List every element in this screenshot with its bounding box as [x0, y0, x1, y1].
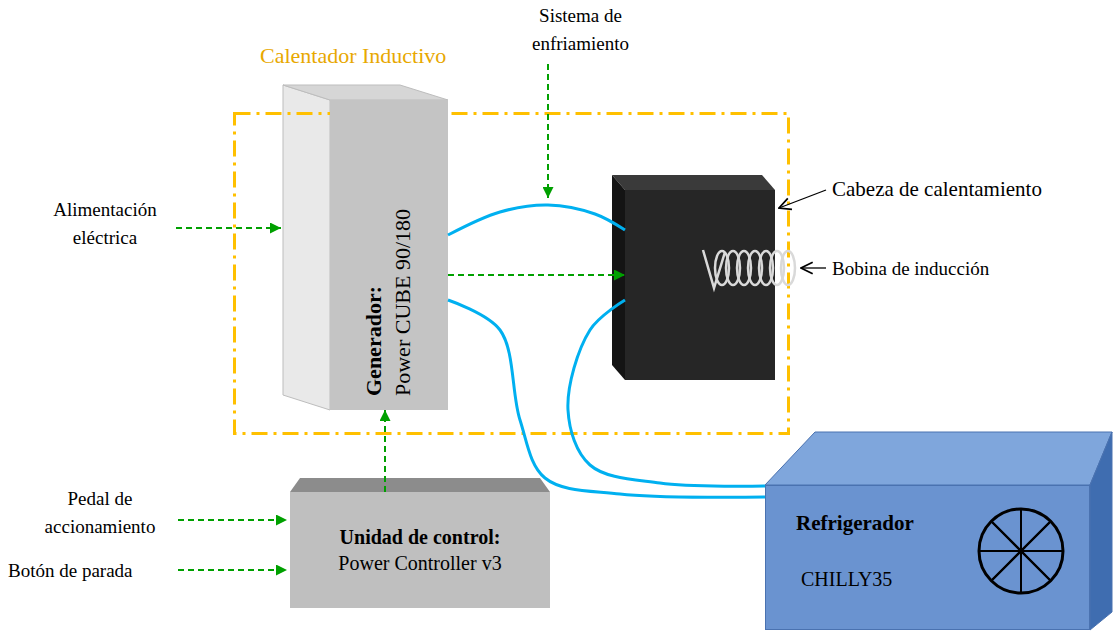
controller-top: [290, 478, 550, 492]
text-holder: Cabeza de calentamiento: [832, 176, 1042, 203]
induction-coil: [703, 250, 795, 288]
input-label: Sistema de enfriamiento: [498, 2, 663, 58]
fan-spoke: [991, 521, 1050, 580]
leader-line: [801, 267, 826, 268]
callout-arrows: [779, 190, 826, 268]
input-arrows: [176, 64, 548, 570]
group-box: Calentador InductivoGenerador:Power CUBE…: [233, 112, 790, 435]
leader-line: [779, 190, 826, 208]
text-holder: Calentador Inductivo: [260, 42, 446, 71]
node-title: Refrigerador: [796, 510, 914, 537]
label-holder: Bobina de inducción: [832, 255, 989, 283]
chiller-top: [765, 432, 1112, 485]
label-holder: Pedal de accionamiento: [25, 485, 175, 541]
stop-input-arrow: [178, 569, 287, 571]
input-label: Pedal de accionamiento: [25, 485, 175, 541]
head-top: [612, 175, 775, 190]
coil-winding: [781, 251, 795, 285]
node-body: Power Controller v3: [338, 550, 501, 576]
component-box: Unidad de control:Power Controller v3: [290, 492, 550, 608]
head-side: [612, 175, 625, 380]
fan-symbol: [971, 501, 1071, 601]
coolant-hose: [568, 300, 765, 486]
component-box: RefrigeradorCHILLY35: [765, 485, 1090, 630]
node-title: Cabeza de calentamiento: [832, 176, 1042, 203]
pedal-input-arrow: [178, 519, 287, 521]
label-holder: Sistema de enfriamiento: [498, 2, 663, 58]
text-holder: Unidad de control:Power Controller v3: [290, 492, 550, 608]
generator-side: [283, 85, 330, 410]
connector-layer: [385, 205, 765, 497]
label-holder: Botón de parada: [8, 557, 133, 585]
generator-top: [283, 85, 448, 100]
coolant-hose: [448, 205, 625, 235]
input-label: Botón de parada: [8, 557, 133, 585]
chiller-side: [1090, 432, 1112, 630]
group-border: [235, 114, 789, 434]
power-input-arrow: [176, 227, 281, 229]
label-holder: Alimentación eléctrica: [30, 196, 180, 252]
signal-arrow: [384, 410, 386, 492]
node-title: Generador:: [360, 100, 389, 396]
input-label: Alimentación eléctrica: [30, 196, 180, 252]
text-holder: Generador:Power CUBE 90/180: [330, 100, 448, 410]
node-title: Unidad de control:: [340, 524, 501, 550]
node-body: CHILLY35: [801, 566, 892, 592]
text-holder: Refrigerador: [796, 510, 914, 537]
component-box: Generador:Power CUBE 90/180: [330, 100, 448, 410]
input-label: Bobina de inducción: [832, 255, 989, 283]
text-holder: CHILLY35: [801, 566, 892, 592]
signal-arrow: [448, 274, 625, 276]
coolant-hose: [448, 300, 765, 497]
node-body: Power CUBE 90/180: [389, 100, 418, 396]
fan-ring: [979, 509, 1063, 593]
node-title: Calentador Inductivo: [260, 42, 446, 71]
cooling-pointer-arrow: [547, 64, 549, 198]
